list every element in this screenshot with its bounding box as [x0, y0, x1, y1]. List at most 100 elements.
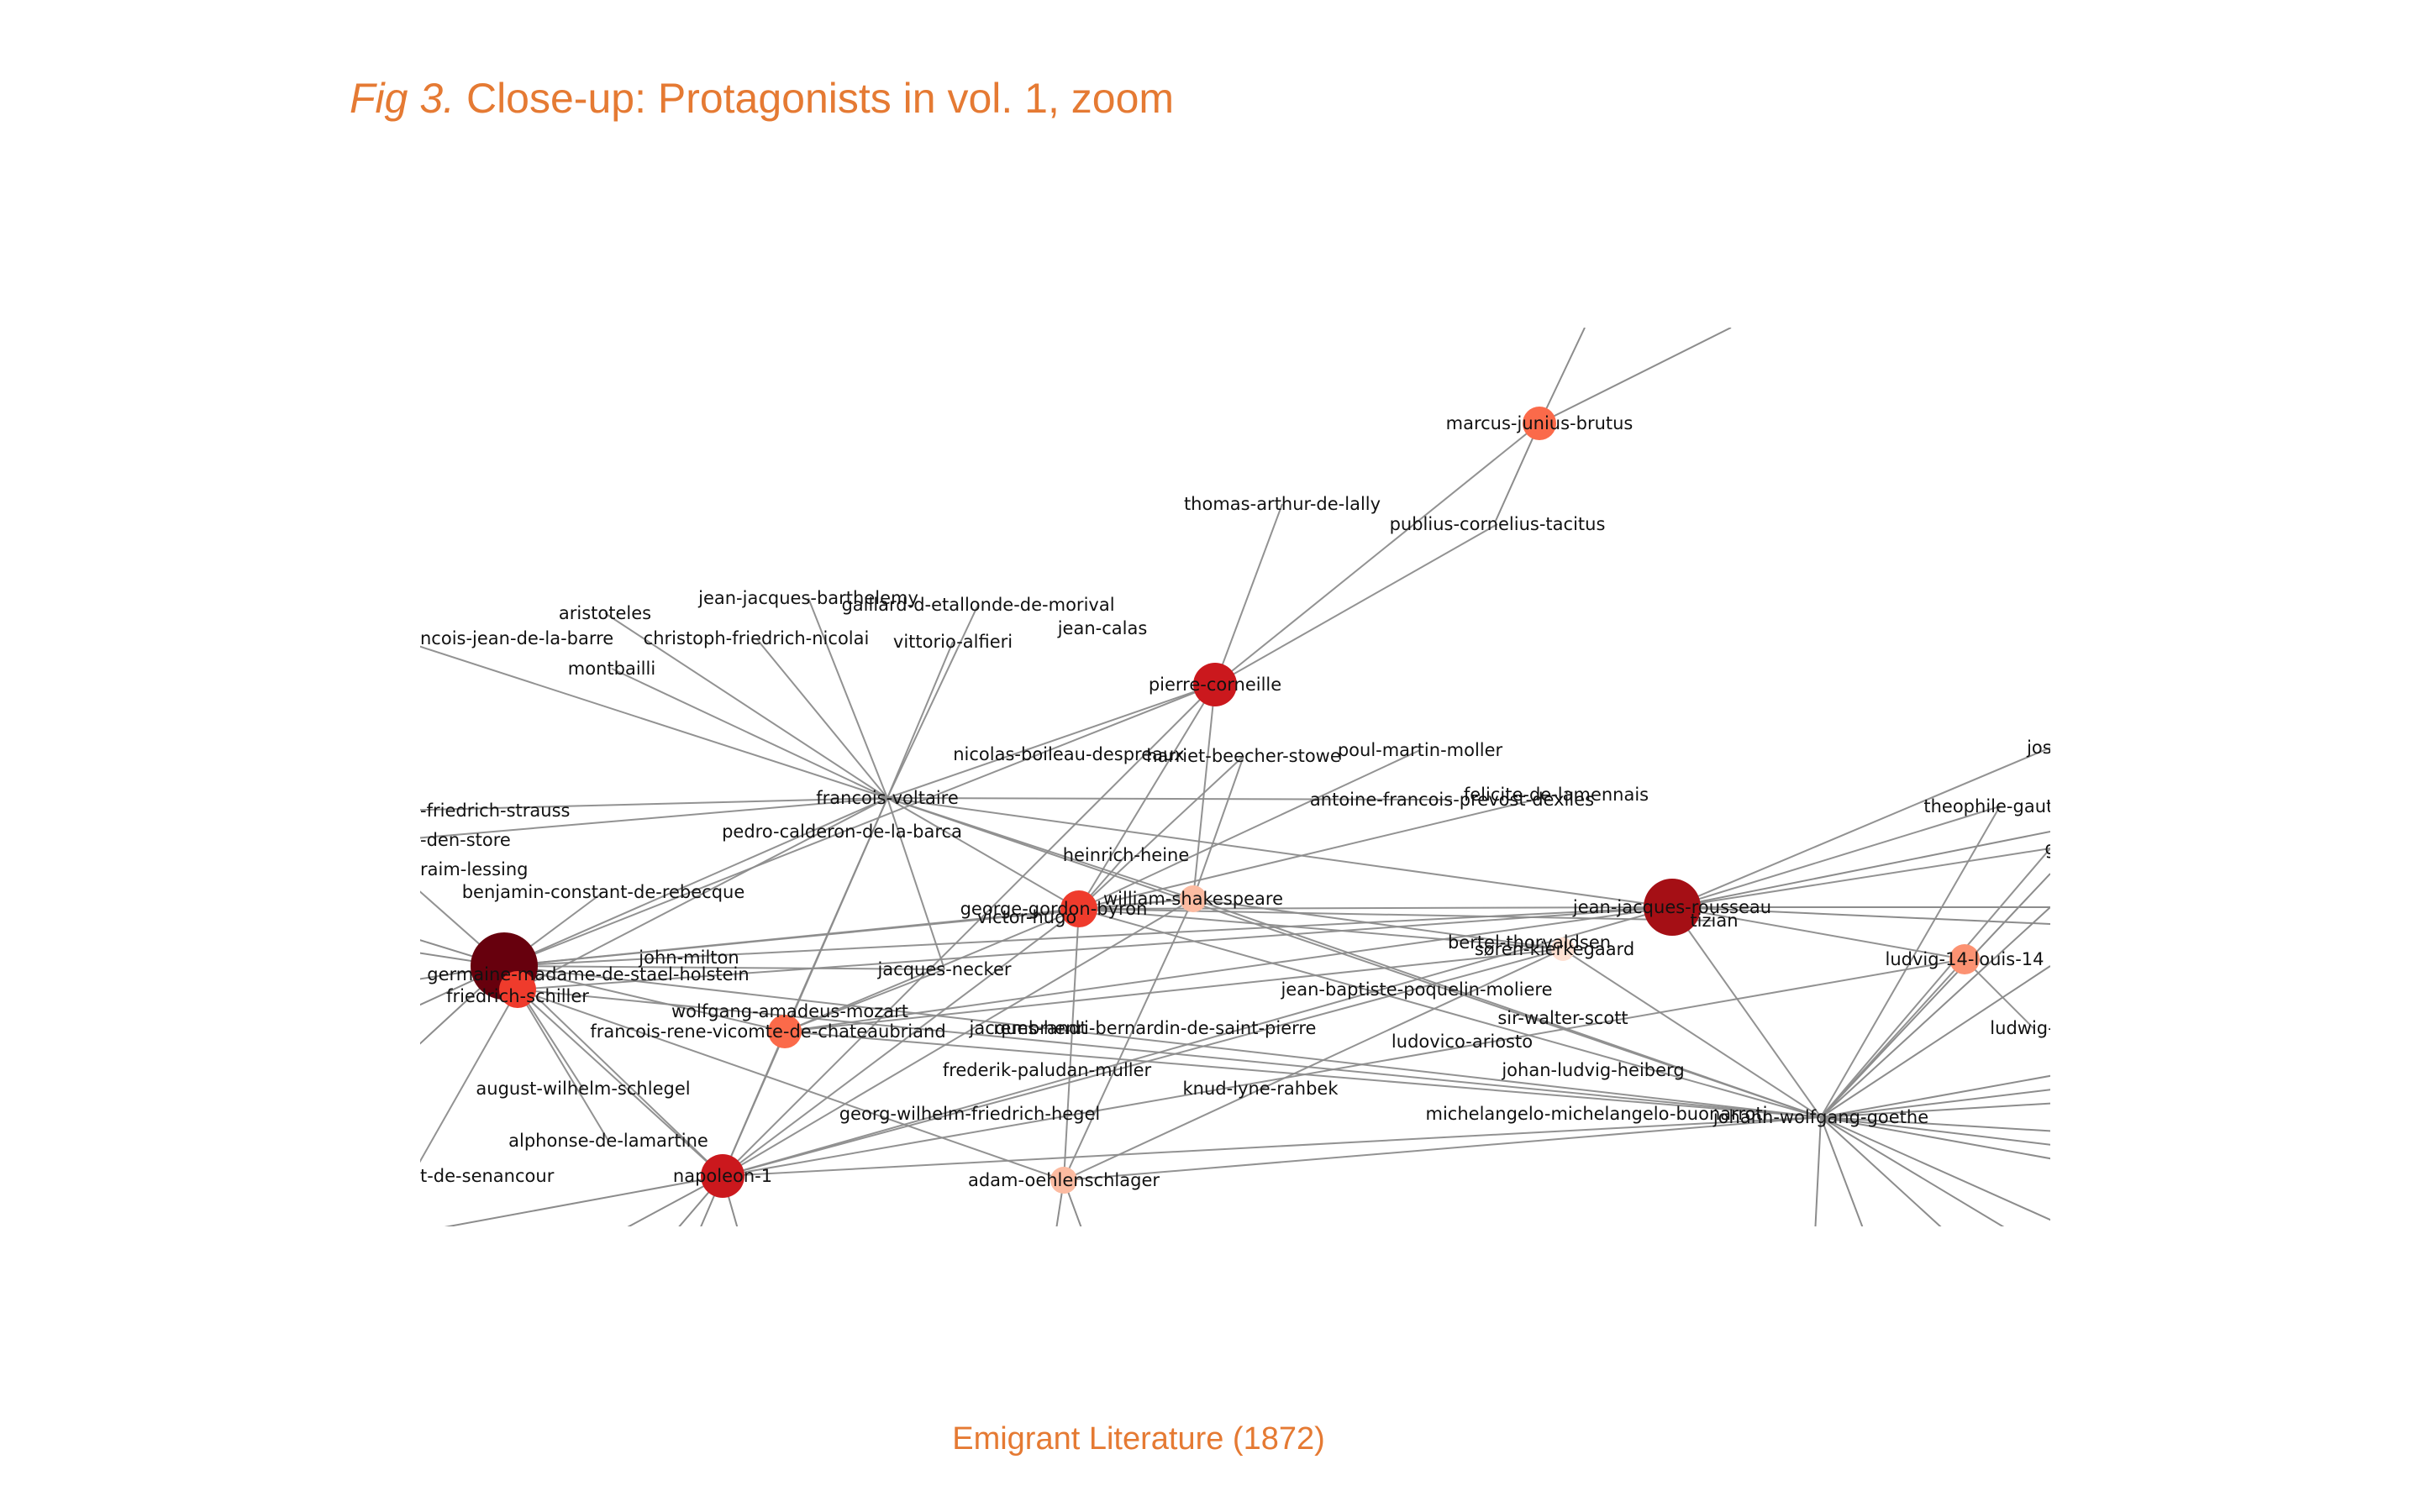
- label-jean-jacques-barthelemy: jean-jacques-barthelemy: [697, 588, 918, 608]
- edge: [1063, 908, 1080, 1181]
- edge: [1671, 806, 2001, 908]
- label-germaine-madame-de-stael-holstein: germaine-madame-de-stael-holstein: [427, 964, 749, 984]
- node-william-shakespeare[interactable]: [1180, 885, 1207, 912]
- figure-caption: Emigrant Literature (1872): [952, 1421, 1325, 1457]
- label-joseph: josep: [2026, 738, 2050, 758]
- edge: [1078, 684, 1216, 910]
- node-friedrich-schiller[interactable]: [499, 971, 536, 1008]
- edge: [503, 965, 1822, 1118]
- node-adam-oehlenschlager[interactable]: [1050, 1167, 1077, 1194]
- label-layer: francois-voltairejohann-wolfgang-goetheg…: [420, 413, 2050, 1190]
- label-bertel-thorvaldsen: bertel-thorvaldsen: [1448, 932, 1611, 953]
- edge: [886, 797, 1194, 900]
- label-sir-walter-scott: sir-walter-scott: [1497, 1008, 1628, 1028]
- node-ludvig-14-louis-14[interactable]: [1949, 944, 1980, 974]
- edge: [1078, 749, 1421, 910]
- edge: [1820, 873, 2050, 1118]
- network-graph: francois-voltairejohann-wolfgang-goetheg…: [420, 328, 2050, 1226]
- label-gotthold-ephraim-lessing: raim-lessing: [420, 859, 528, 879]
- node-napoleon-1[interactable]: [701, 1154, 744, 1198]
- label-publius-cornelius-tacitus: publius-cornelius-tacitus: [1390, 514, 1606, 534]
- label-william-shakespeare: william-shakespeare: [1103, 889, 1283, 909]
- edge: [784, 969, 945, 1032]
- label-tizian: tizian: [1690, 911, 1738, 931]
- label-jacques-necker: jacques-necker: [876, 959, 1011, 979]
- edge: [1820, 1116, 2050, 1146]
- label-napoleon-1: napoleon-1: [673, 1166, 772, 1186]
- edge: [1964, 958, 2034, 1029]
- edge: [1539, 328, 1586, 424]
- edge: [1214, 523, 1498, 685]
- edge: [420, 797, 888, 811]
- label-david-friedrich-strauss: -friedrich-strauss: [420, 801, 570, 821]
- edge: [1562, 948, 1822, 1118]
- edge: [1820, 1089, 2050, 1118]
- label-jean-baptiste-poquelin-moliere: jean-baptiste-poquelin-moliere: [1280, 979, 1552, 1000]
- label-gaillard-d-etallonde-de-morival: gaillard-d-etallonde-de-morival: [841, 595, 1114, 615]
- edge: [1063, 898, 1194, 1181]
- edge: [1820, 1116, 2005, 1226]
- edge: [886, 641, 954, 799]
- label-jean-calas: jean-calas: [1057, 618, 1148, 638]
- label-jacques-henri-bernardin-de-saint-pierre: jacques-henri-bernardin-de-saint-pierre: [969, 1018, 1317, 1038]
- edge: [1671, 848, 2050, 908]
- label-theophile-gautier: theophile-gautier: [1923, 796, 2050, 816]
- edge: [886, 797, 1822, 1118]
- label-ludwig-tieck: ludwig-tie: [1990, 1018, 2050, 1038]
- label-felicite-de-lamennais: felicite-de-lamennais: [1464, 785, 1649, 805]
- edge: [1820, 1074, 2050, 1118]
- edge: [1078, 908, 1564, 950]
- label-jean-jacques-rousseau: jean-jacques-rousseau: [1572, 897, 1771, 917]
- edge: [611, 668, 888, 799]
- edge: [755, 638, 888, 799]
- label-ludvig-14-louis-14: ludvig-14-louis-14: [1885, 949, 2044, 969]
- edge: [784, 797, 888, 1032]
- edge: [1820, 1116, 2050, 1132]
- edge: [1820, 1116, 1864, 1226]
- label-george-gordon-byron: george-gordon-byron: [960, 899, 1148, 919]
- edge: [420, 645, 888, 799]
- node-jean-jacques-rousseau[interactable]: [1644, 879, 1701, 936]
- edge: [1820, 1116, 2050, 1160]
- label-heinrich-heine: heinrich-heine: [1063, 845, 1190, 865]
- node-marcus-junius-brutus[interactable]: [1523, 407, 1556, 440]
- label-marcus-junius-brutus: marcus-junius-brutus: [1446, 413, 1634, 433]
- edge: [1820, 1102, 2050, 1118]
- edge: [503, 965, 945, 970]
- edge: [808, 597, 888, 799]
- edge: [1078, 755, 1244, 910]
- label-rembrandt: rembrandt: [993, 1018, 1086, 1038]
- edge: [1078, 794, 1557, 910]
- edge: [420, 797, 888, 839]
- label-francois-jean-de-la-barre: ncois-jean-de-la-barre: [420, 628, 613, 648]
- edge: [886, 604, 979, 799]
- label-christoph-friedrich-nicolai: christoph-friedrich-nicolai: [644, 628, 870, 648]
- label-knud-lyne-rahbek: knud-lyne-rahbek: [1183, 1079, 1339, 1099]
- node-francois-rene-vicomte-de-chateaubriand[interactable]: [768, 1015, 802, 1048]
- edge: [604, 612, 888, 799]
- label-montbailli: montbailli: [568, 659, 655, 679]
- node-seren-kierkegaard[interactable]: [1551, 937, 1575, 961]
- label-benjamin-constant-de-rebecque: benjamin-constant-de-rebecque: [462, 882, 745, 902]
- label-alphonse-de-lamartine: alphonse-de-lamartine: [508, 1131, 708, 1151]
- label-harriet-beecher-stowe: harriet-beecher-stowe: [1146, 746, 1341, 766]
- edge: [1539, 328, 1732, 424]
- label-adam-oehlenschlager: adam-oehlenschlager: [968, 1170, 1160, 1190]
- node-layer: [471, 407, 1980, 1198]
- label-johann-wolfgang-goethe: johann-wolfgang-goethe: [1712, 1107, 1928, 1127]
- edge: [1820, 1116, 1942, 1226]
- label-victor-hugo: victor-hugo: [977, 907, 1077, 927]
- edge: [444, 1175, 723, 1226]
- edge: [886, 797, 945, 970]
- edge: [1820, 1116, 2050, 1221]
- edge: [886, 684, 1216, 799]
- edge: [503, 684, 1216, 967]
- edge: [886, 797, 1453, 801]
- label-georg-wilhelm-friedrich-hegel: georg-wilhelm-friedrich-hegel: [839, 1104, 1101, 1124]
- edge: [517, 797, 888, 990]
- edge: [1671, 906, 1822, 1118]
- node-george-gordon-byron[interactable]: [1060, 890, 1097, 927]
- edge: [517, 989, 723, 1177]
- node-pierre-corneille[interactable]: [1193, 663, 1237, 706]
